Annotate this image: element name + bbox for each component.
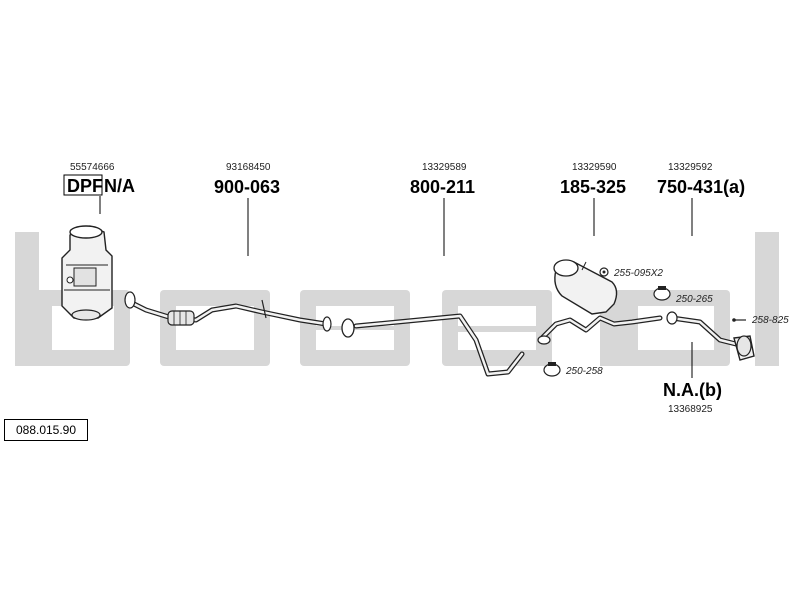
oem-number: 55574666 [70,162,115,173]
part-label-rear-silencer: 13329590 185-325 [560,162,626,236]
part-number: 185-325 [560,177,626,197]
svg-text:250-265: 250-265 [675,294,713,305]
clamp-icon [653,286,671,301]
svg-text:255-095X2: 255-095X2 [613,268,663,279]
part-label-front-pipe: 93168450 900-063 [214,162,280,256]
part-number: 800-211 [410,177,475,197]
oem-number: 93168450 [226,162,271,173]
accessory-clamp-middle: 250-258 [543,362,603,377]
part-label-dpf: 55574666 DPF N/A [63,162,135,214]
accessory-hanger: 255-095X2 [599,267,663,279]
oem-number: 13329589 [422,162,467,173]
part-number: 750-431(a) [657,177,745,197]
oem-number: 13368925 [668,404,713,415]
svg-text:250-258: 250-258 [565,366,603,377]
middle-pipe [341,313,525,377]
part-label-tailpipe-tip: N.A.(b) 13368925 [663,342,722,415]
accessory-clamp-rear: 250-265 [653,286,713,305]
svg-text:258-825: 258-825 [751,315,789,326]
rear-silencer [537,259,663,345]
accessory-tip-fixing: 258-825 [732,315,789,326]
part-number: 900-063 [214,177,280,197]
part-label-middle-pipe: 13329589 800-211 [410,162,475,256]
tail-section [666,311,755,361]
dpf-tag-box [63,174,103,196]
part-label-tail-section: 13329592 750-431(a) [657,162,745,236]
part-number: N/A [104,176,135,196]
diagram-reference: 088.015.90 [4,419,88,441]
front-pipe [124,291,332,332]
oem-number: 13329590 [572,162,617,173]
screw-icon [732,318,746,322]
dpf-tag: DPF [67,176,103,196]
part-number: N.A.(b) [663,380,722,400]
hanger-icon [599,267,609,277]
oem-number: 13329592 [668,162,713,173]
dpf-unit [61,225,113,321]
clamp-icon [543,362,561,377]
